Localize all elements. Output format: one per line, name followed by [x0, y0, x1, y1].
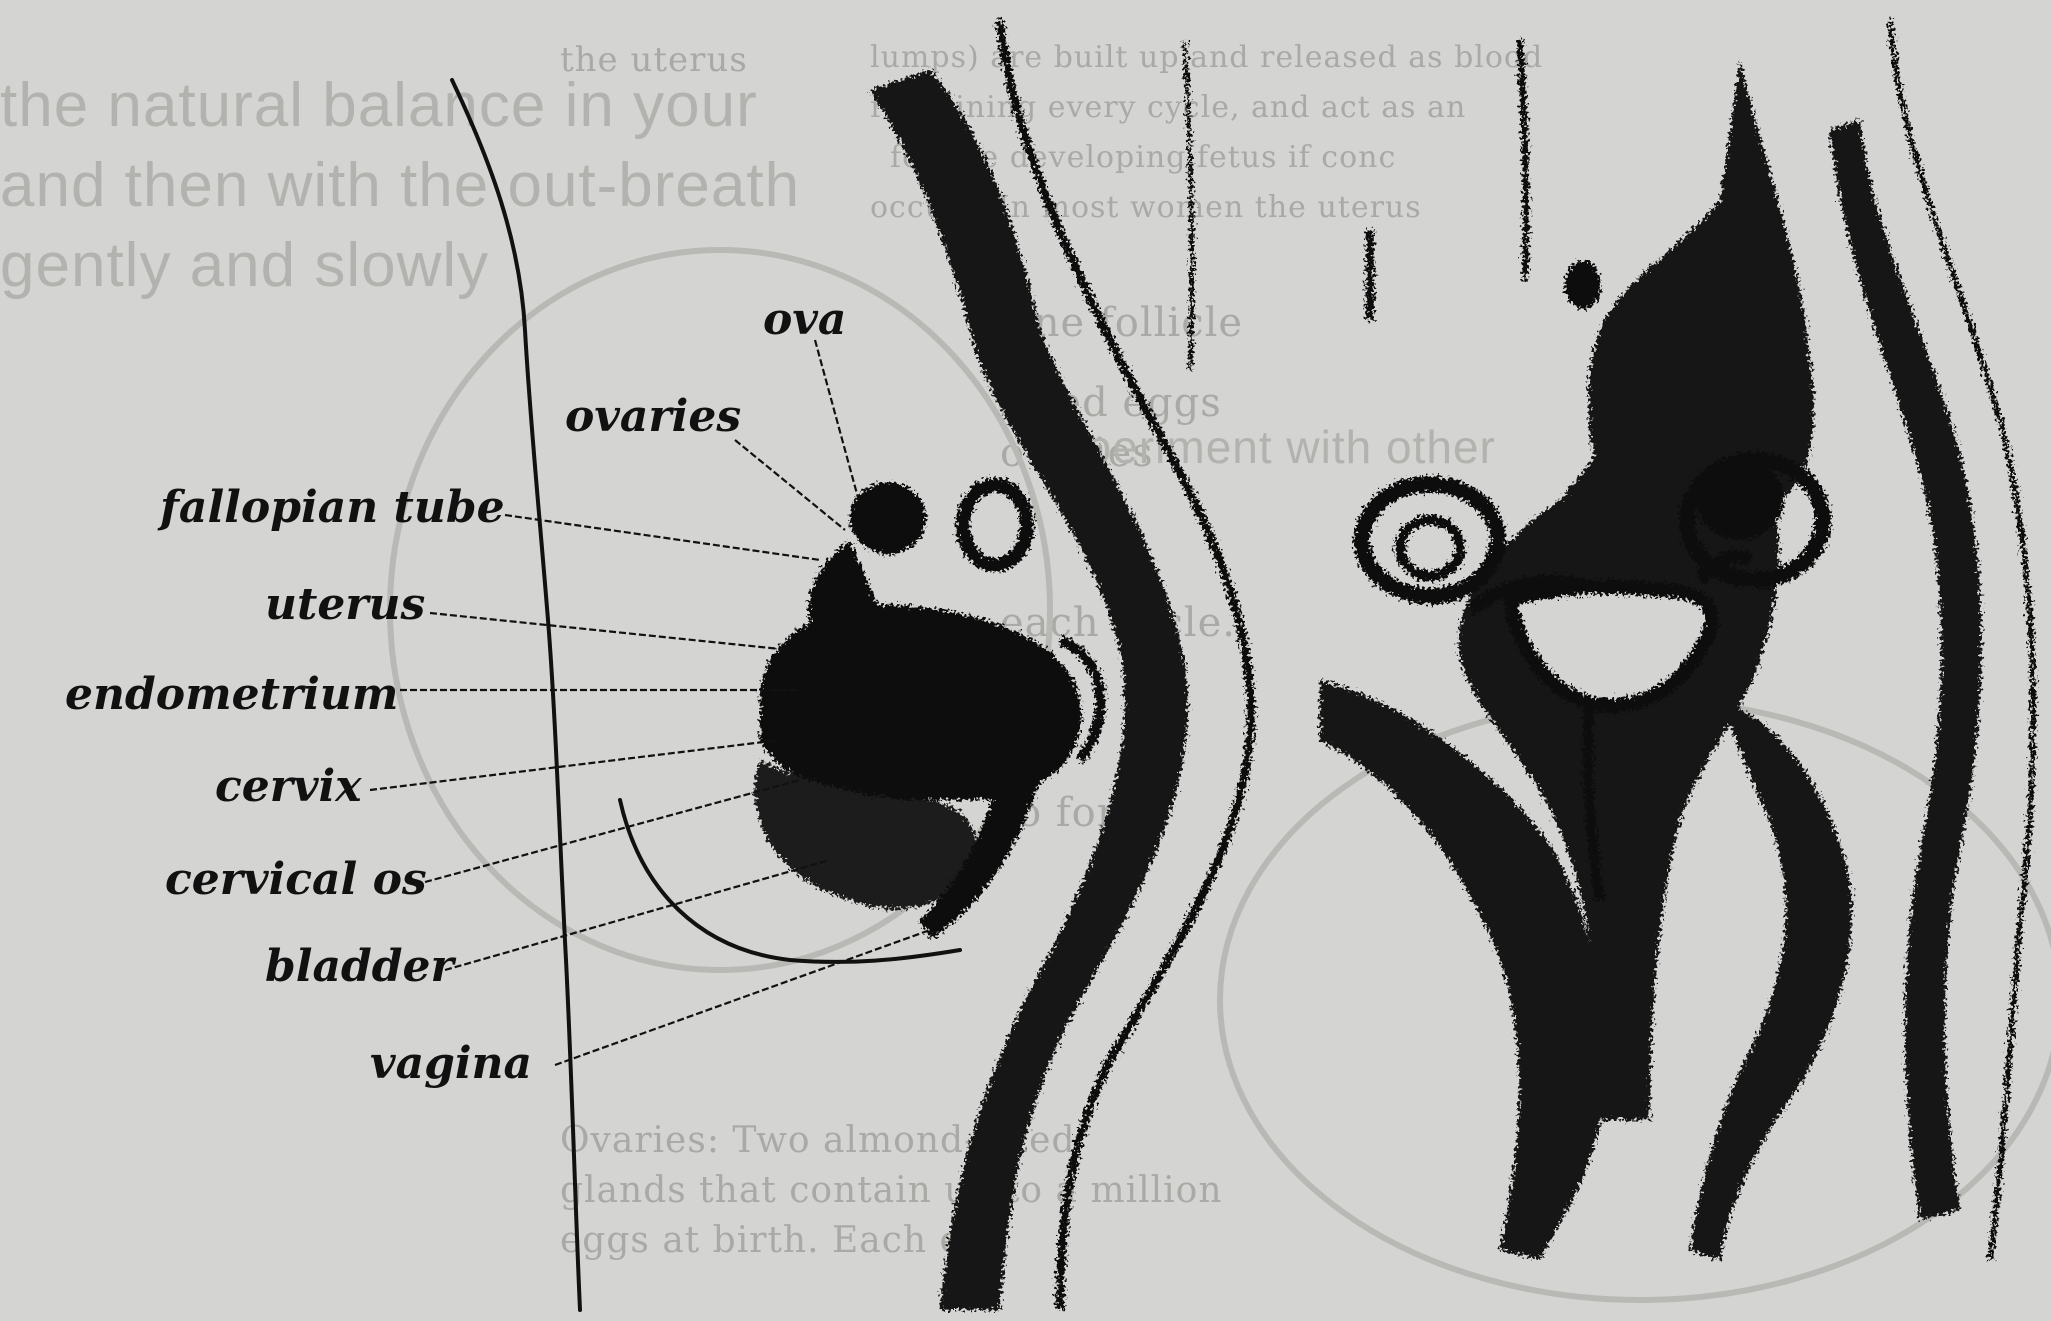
front-small-dark-dot [1565, 261, 1601, 309]
leader-cervix [370, 740, 780, 790]
front-left-ovary-inner [1400, 520, 1460, 576]
label-endometrium: endometrium [65, 673, 398, 717]
label-uterus: uterus [265, 583, 425, 627]
side-view-organs [755, 482, 1101, 940]
label-fallopian-tube: fallopian tube [160, 486, 505, 530]
leader-fallopian-tube [505, 515, 820, 560]
leader-ovaries [735, 440, 845, 530]
front-right-ovary-dark [1696, 460, 1784, 540]
label-cervical-os: cervical os [165, 858, 427, 902]
back-skin-line [1185, 40, 1192, 370]
ovary-side-ring [963, 485, 1027, 565]
label-cervix: cervix [215, 765, 361, 809]
leader-cervical-os [425, 780, 800, 882]
leader-uterus [430, 613, 790, 650]
label-bladder: bladder [265, 945, 454, 989]
label-ovaries: ovaries [565, 395, 741, 439]
label-vagina: vagina [370, 1042, 532, 1086]
front-upper-dark [1588, 60, 1813, 500]
leader-bladder [445, 860, 830, 970]
uterus-side [760, 605, 1081, 800]
front-left-thin-line [1520, 40, 1526, 280]
front-pubic-dark-right [1690, 700, 1852, 1260]
ova-side [850, 482, 926, 554]
label-ova: ova [763, 298, 846, 342]
leader-ova [815, 340, 860, 505]
